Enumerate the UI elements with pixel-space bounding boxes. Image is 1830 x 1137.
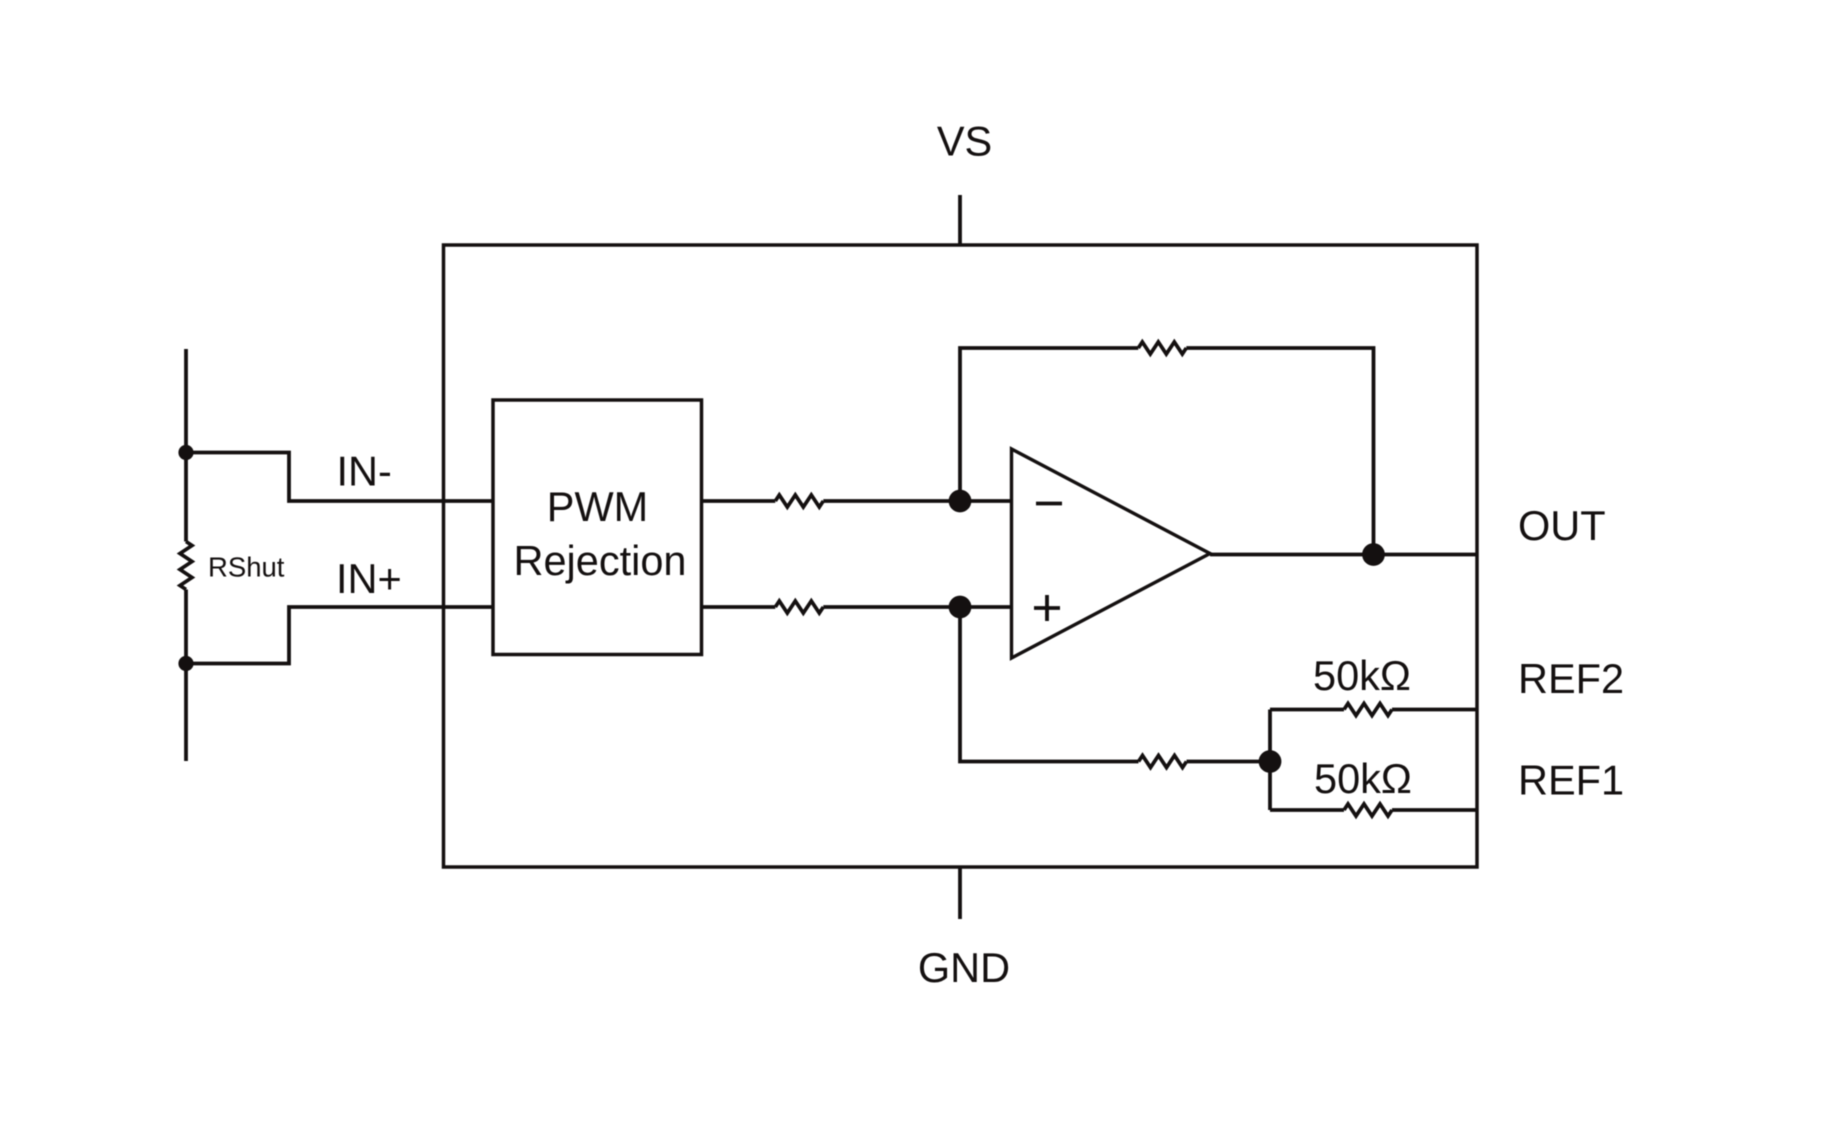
svg-text:PWM: PWM: [547, 483, 648, 530]
svg-text:RShut: RShut: [208, 552, 285, 583]
svg-text:Rejection: Rejection: [513, 537, 686, 584]
svg-text:REF1: REF1: [1518, 756, 1624, 803]
svg-text:REF2: REF2: [1518, 655, 1624, 702]
svg-text:IN-: IN-: [337, 447, 392, 494]
svg-text:OUT: OUT: [1518, 502, 1606, 549]
svg-text:50kΩ: 50kΩ: [1314, 755, 1412, 802]
svg-text:GND: GND: [918, 944, 1010, 991]
svg-text:50kΩ: 50kΩ: [1313, 652, 1411, 699]
svg-text:IN+: IN+: [336, 555, 402, 602]
svg-text:VS: VS: [937, 118, 992, 165]
